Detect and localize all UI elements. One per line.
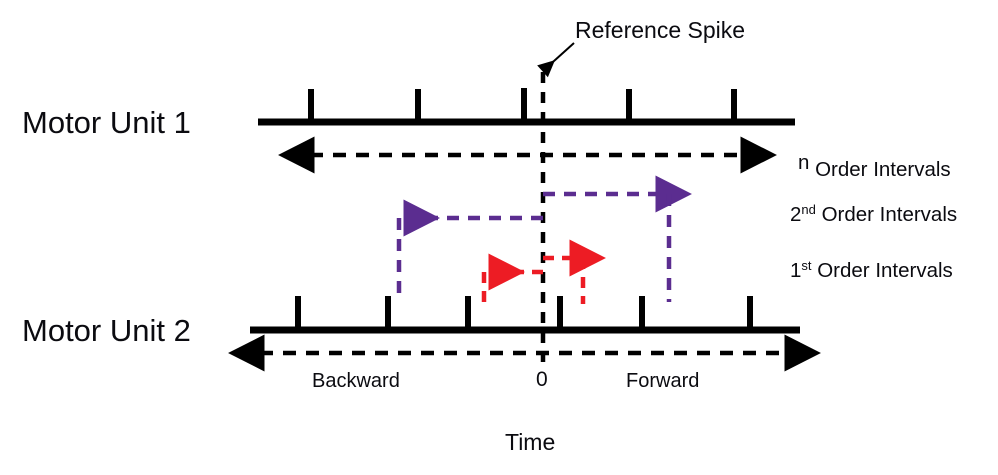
zero-tick-label: 0 <box>536 368 548 391</box>
time-axis: Backward 0 Forward Time <box>228 334 821 455</box>
motor-unit-1-spikes <box>308 88 737 122</box>
motor-unit-2-spikes <box>295 296 753 330</box>
second-order-interval-brackets <box>396 175 692 302</box>
time-axis-title: Time <box>505 429 555 455</box>
motor-unit-2-trace: Motor Unit 2 <box>22 296 800 348</box>
legend-second-order: 2nd Order Intervals <box>790 202 957 226</box>
motor-unit-2-label: Motor Unit 2 <box>22 313 191 348</box>
legend-second-order-superscript: nd <box>801 202 815 217</box>
legend-n-order-text: Order Intervals <box>809 158 950 181</box>
legend-n-order-prefix: n <box>798 151 809 174</box>
legend-first-order-text: Order Intervals <box>812 259 953 282</box>
backward-direction-label: Backward <box>312 370 400 392</box>
motor-unit-1-label: Motor Unit 1 <box>22 105 191 140</box>
first-order-interval-brackets <box>481 239 606 304</box>
forward-direction-label: Forward <box>626 370 699 392</box>
reference-spike-label: Reference Spike <box>575 17 745 43</box>
legend-first-order-prefix: 1 <box>790 259 801 282</box>
legend-n-order: n Order Intervals <box>798 151 951 181</box>
legend-second-order-prefix: 2 <box>790 203 801 226</box>
reference-spike-arrow <box>537 42 575 78</box>
legend-second-order-text: Order Intervals <box>816 203 957 226</box>
legend: n Order Intervals 2nd Order Intervals 1s… <box>790 151 957 282</box>
legend-first-order: 1st Order Intervals <box>790 258 953 282</box>
motor-unit-1-trace: Motor Unit 1 <box>22 88 795 140</box>
legend-first-order-superscript: st <box>801 258 812 273</box>
